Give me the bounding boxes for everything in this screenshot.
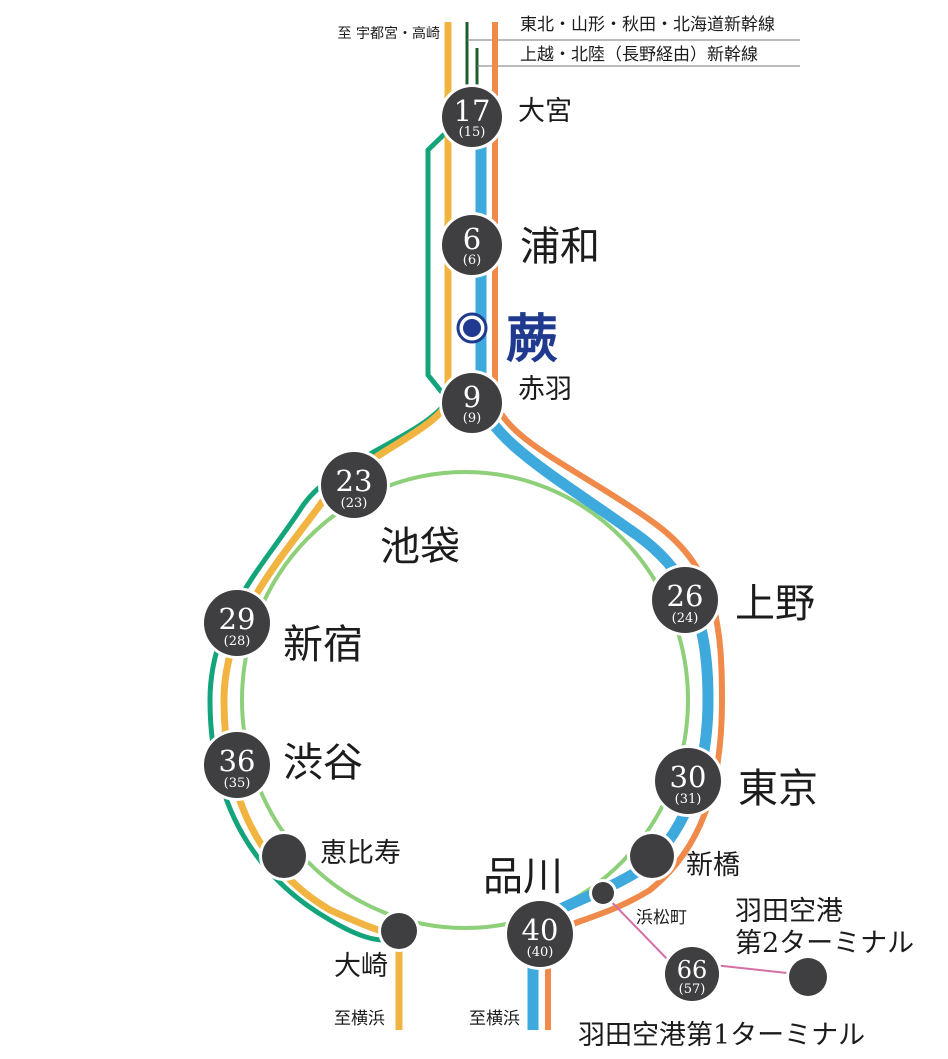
station-label-tokyo: 東京 — [738, 766, 818, 812]
station-label-shinjuku: 新宿 — [283, 622, 363, 668]
station-label-shibuya: 渋谷 — [283, 740, 363, 786]
travel-time: 30 — [670, 760, 707, 794]
station-marker-shibuya[interactable]: 36(35) — [201, 729, 273, 801]
travel-time-alt: (9) — [463, 411, 481, 426]
orange-line — [492, 22, 726, 1030]
station-marker-dot — [262, 834, 306, 878]
station-marker-dot — [652, 567, 718, 633]
travel-time: 36 — [219, 744, 256, 778]
station-marker-omiya[interactable]: 17(15) — [439, 84, 505, 150]
travel-time-alt: (6) — [463, 253, 481, 268]
travel-time: 23 — [336, 464, 373, 498]
station-label-osaki: 大崎 — [334, 951, 388, 982]
travel-time: 9 — [463, 380, 481, 414]
station-marker-dot — [204, 590, 270, 656]
station-marker-tokyo[interactable]: 30(31) — [652, 745, 724, 817]
station-label-ueno: 上野 — [735, 581, 815, 627]
station-marker-dot — [507, 901, 573, 967]
shinkansen-label-1: 東北・山形・秋田・北海道新幹線 — [520, 14, 775, 35]
station-marker-haneda-t1[interactable]: 66(57) — [662, 944, 722, 1004]
travel-time-alt: (40) — [527, 945, 554, 960]
station-marker-dot — [630, 834, 674, 878]
station-marker-dot — [442, 87, 502, 147]
station-label-haneda-t2-line2: 第2ターミナル — [735, 928, 914, 959]
station-marker-hamamatsucho[interactable] — [589, 879, 617, 907]
travel-time-alt: (57) — [679, 982, 706, 997]
travel-time-alt: (31) — [675, 792, 702, 807]
station-label-haneda-t1: 羽田空港第1ターミナル — [578, 1020, 865, 1051]
station-marker-ueno[interactable]: 26(24) — [649, 564, 721, 636]
travel-time: 29 — [219, 602, 256, 636]
station-marker-dot — [789, 958, 827, 996]
station-marker-shimbashi[interactable] — [627, 831, 677, 881]
to-yokohama-left-label: 至横浜 — [334, 1009, 385, 1029]
travel-time: 40 — [522, 913, 559, 947]
station-marker-dot — [321, 452, 387, 518]
station-label-omiya: 大宮 — [518, 96, 572, 127]
yamanote-loop-line — [240, 470, 690, 930]
travel-time-alt: (35) — [224, 776, 251, 791]
station-marker-akabane[interactable]: 9(9) — [439, 370, 505, 436]
station-label-shimbashi: 新橋 — [686, 850, 740, 881]
station-label-urawa: 浦和 — [520, 224, 600, 270]
station-label-hamamatsucho: 浜松町 — [636, 908, 687, 928]
station-label-shinagawa: 品川 — [483, 854, 563, 900]
station-marker-urawa[interactable]: 6(6) — [439, 212, 505, 278]
station-marker-shinagawa[interactable]: 40(40) — [504, 898, 576, 970]
station-marker-shinjuku[interactable]: 29(28) — [201, 587, 273, 659]
travel-time: 6 — [463, 222, 481, 256]
station-marker-dot — [204, 732, 270, 798]
travel-time-alt: (23) — [341, 496, 368, 511]
station-marker-dot — [592, 882, 614, 904]
station-marker-dot — [442, 373, 502, 433]
station-marker-dot — [442, 215, 502, 275]
station-label-ikebukuro: 池袋 — [380, 524, 460, 570]
to-yokohama-right-label: 至横浜 — [469, 1009, 520, 1029]
shinkansen-label-2: 上越・北陸（長野経由）新幹線 — [520, 44, 758, 65]
station-marker-dot — [655, 748, 721, 814]
station-label-akabane: 赤羽 — [518, 374, 572, 405]
station-marker-osaki[interactable] — [378, 910, 420, 952]
travel-time-alt: (28) — [224, 634, 251, 649]
station-marker-ikebukuro[interactable]: 23(23) — [318, 449, 390, 521]
green-line — [207, 100, 462, 943]
station-marker-haneda-t2[interactable] — [786, 955, 830, 999]
travel-time-alt: (24) — [672, 611, 699, 626]
station-label-ebisu: 恵比寿 — [320, 838, 401, 869]
travel-time: 17 — [454, 94, 491, 128]
station-marker-ebisu[interactable] — [259, 831, 309, 881]
travel-time: 26 — [667, 579, 704, 613]
travel-time: 66 — [677, 956, 708, 984]
home-station-dot-inner — [463, 319, 481, 337]
direction-north-label: 至 宇都宮・高崎 — [338, 25, 440, 42]
home-station-label: 蕨 — [506, 309, 558, 370]
station-marker-dot — [665, 947, 719, 1001]
travel-time-alt: (15) — [459, 125, 486, 140]
station-marker-dot — [381, 913, 417, 949]
station-label-haneda-t2-line1: 羽田空港 — [735, 896, 843, 927]
